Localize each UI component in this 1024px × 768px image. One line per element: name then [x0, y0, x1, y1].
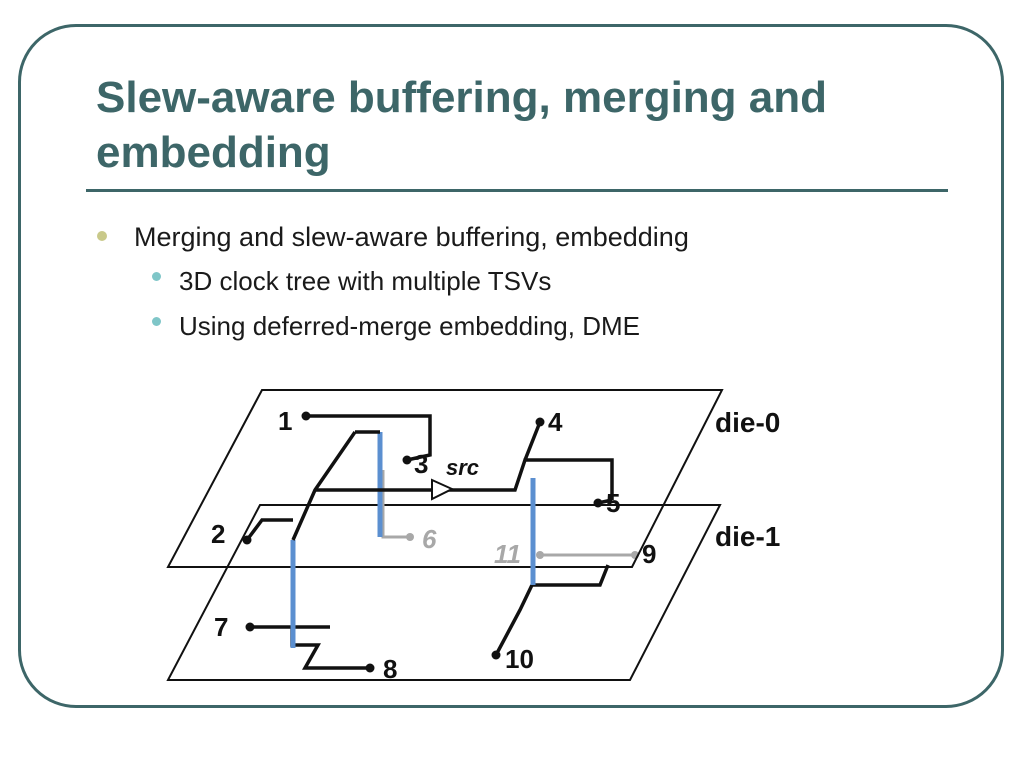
node-8-label: 8 [383, 654, 397, 684]
node-11-dot [536, 551, 544, 559]
source-label: src [446, 455, 479, 480]
node-3-label: 3 [414, 449, 428, 479]
node-4-dot [535, 417, 545, 427]
die-0-plane [166, 389, 724, 568]
title-divider [86, 189, 948, 192]
source-buffer-icon [431, 478, 455, 501]
node-9-label: 9 [642, 539, 656, 569]
node-5-label: 5 [606, 488, 620, 518]
node-6-label: 6 [422, 524, 437, 554]
node-11-label: 11 [494, 539, 521, 569]
node-4-label: 4 [548, 407, 563, 437]
slide-frame [18, 24, 1004, 708]
node-2-dot [242, 535, 252, 545]
node-1-dot [301, 411, 311, 421]
node-7-label: 7 [214, 612, 228, 642]
node-10-dot [491, 650, 501, 660]
node-2-label: 2 [211, 519, 225, 549]
node-10-label: 10 [505, 644, 534, 674]
die-1-plane [166, 504, 722, 681]
die-1-label: die-1 [715, 521, 780, 552]
node-3-dot [402, 455, 412, 465]
node-5-dot [593, 498, 603, 508]
tsv-lines [290, 432, 536, 648]
slide-title: Slew-aware buffering, merging and embedd… [96, 73, 828, 177]
node-8-dot [365, 663, 375, 673]
node-6-dot [406, 533, 414, 541]
die-0-black-wires [245, 414, 614, 542]
clock-tree-diagram: die-0 die-1 src 1 2 3 4 5 6 7 8 9 10 11 [166, 389, 780, 684]
die-1-black-wires [250, 564, 610, 670]
die-0-label: die-0 [715, 407, 780, 438]
node-7-dot [245, 622, 255, 632]
node-1-label: 1 [278, 406, 292, 436]
die-1-grey-wires [381, 470, 635, 557]
